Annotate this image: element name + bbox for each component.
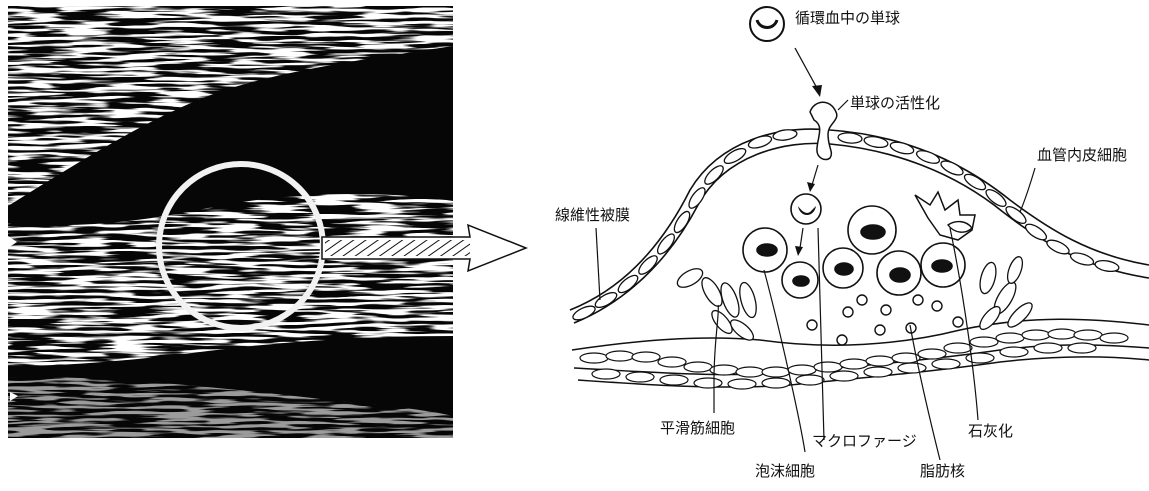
arrow-icon [795, 246, 803, 256]
label-macrophage: マクロファージ [812, 434, 917, 449]
pointer-line [812, 165, 818, 185]
label-lipid-core: 脂肪核 [920, 464, 965, 479]
arrow-icon [807, 182, 815, 192]
smooth-muscle-layer [580, 329, 1128, 389]
circulating-monocyte [750, 7, 784, 41]
hatched-arrow [322, 225, 526, 271]
lipid-droplets [807, 295, 963, 345]
arrow-icon [812, 85, 822, 97]
label-circulating-monocyte: 循環血中の単球 [795, 11, 900, 26]
label-fibrous-cap: 線維性被膜 [555, 208, 630, 223]
label-foam-cells: 泡沫細胞 [755, 464, 815, 479]
label-smooth-muscle-cells: 平滑筋細胞 [660, 421, 735, 436]
calcification [915, 192, 975, 240]
pointer-line [795, 48, 818, 90]
pointer-line [800, 228, 803, 248]
label-endothelial-cells: 血管内皮細胞 [1037, 148, 1127, 163]
monocyte [791, 194, 821, 224]
label-calcification: 石灰化 [968, 424, 1013, 439]
label-monocyte-activation: 単球の活性化 [850, 96, 940, 111]
